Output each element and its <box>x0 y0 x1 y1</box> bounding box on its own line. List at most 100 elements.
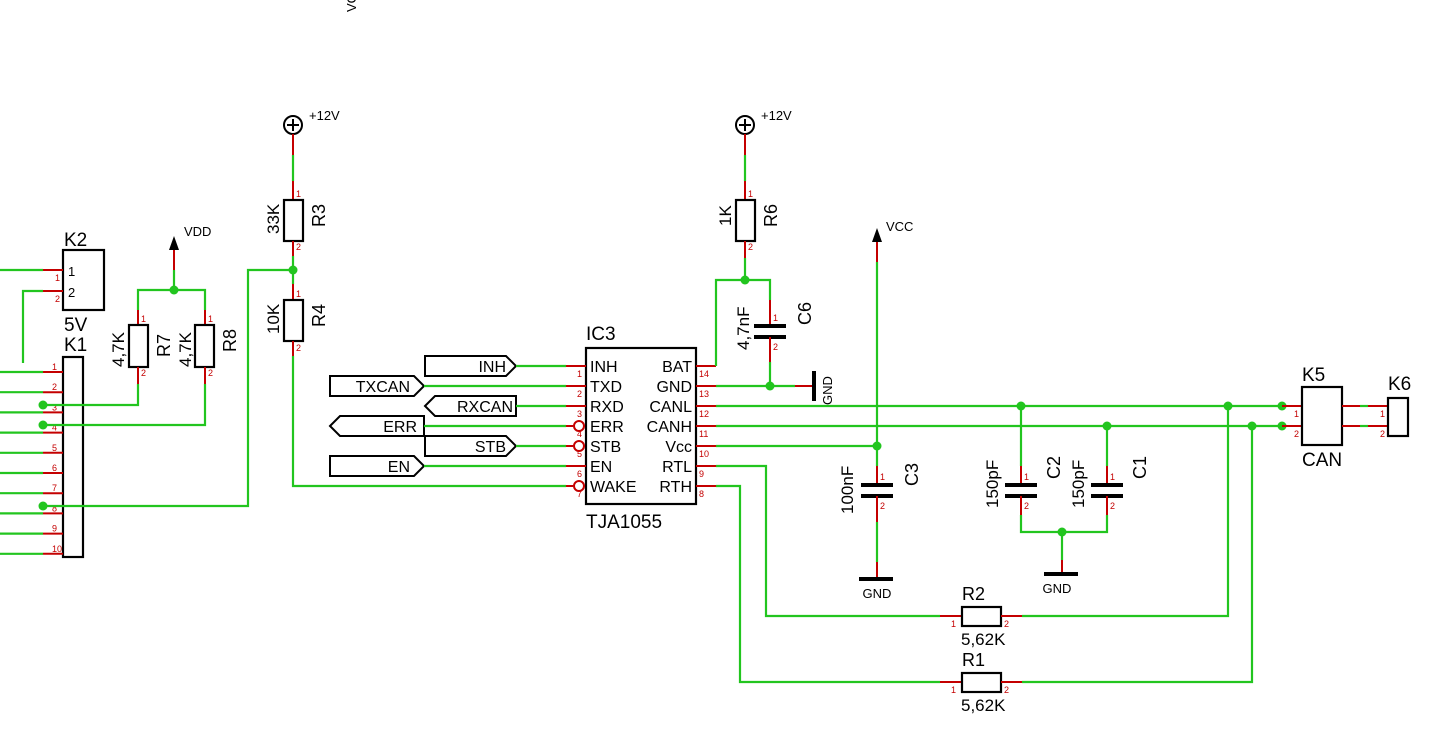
r1-value: 5,62K <box>961 696 1006 715</box>
r4-pin2-num: 2 <box>296 343 301 353</box>
k1-pin-num: 3 <box>52 402 57 412</box>
ic3-ref: IC3 <box>586 324 616 345</box>
r6-resistor: 1 2 1K R6 <box>716 181 781 258</box>
r1-pin2-num: 2 <box>1004 685 1009 695</box>
k1-pin-num: 2 <box>52 382 57 392</box>
r3-value: 33K <box>264 203 283 234</box>
ic3-right-pin-num: 10 <box>699 449 709 459</box>
r2-resistor: 1 2 R2 5,62K <box>940 584 1022 649</box>
signal-txcan: TXCAN <box>329 375 426 397</box>
k2-pin1-label: 1 <box>68 264 75 279</box>
r1-ref: R1 <box>962 650 985 670</box>
c2-pin1-num: 1 <box>1024 472 1029 482</box>
vdd-supply: VDD <box>169 224 211 270</box>
c2-value: 150pF <box>983 460 1002 508</box>
c2-pin2-num: 2 <box>1024 501 1029 511</box>
k5-pin2-num: 2 <box>1294 429 1299 439</box>
k6-pin1-num: 1 <box>1380 409 1385 419</box>
c2-capacitor: 1 2 150pF C2 <box>983 456 1064 515</box>
k1-pin-num: 5 <box>52 443 57 453</box>
k2-pin2-label: 2 <box>68 285 75 300</box>
r4-resistor: 1 2 10K R4 <box>264 284 329 356</box>
c6-ref: C6 <box>795 302 815 325</box>
r2-pin1-num: 1 <box>951 619 956 629</box>
r7-value: 4,7K <box>109 331 128 367</box>
k6-connector: 1 2 K6 <box>1368 374 1411 439</box>
r8-ref: R8 <box>220 329 240 352</box>
c3-pin1-num: 1 <box>880 472 885 482</box>
v12-right-supply: +12V <box>735 108 792 135</box>
vdd-label: VDD <box>184 224 211 239</box>
ic3-inversion-bubble <box>573 480 585 492</box>
r7-pin1-num: 1 <box>141 314 146 324</box>
ic3-left-pin-num: 7 <box>577 489 582 499</box>
ic3-left-pin-num: 3 <box>577 409 582 419</box>
c1-capacitor: 1 2 150pF C1 <box>1069 456 1150 515</box>
k2-ref: K2 <box>64 230 87 251</box>
r2-ref: R2 <box>962 584 985 604</box>
r6-pin1-num: 1 <box>748 189 753 199</box>
v12-right-label: +12V <box>761 108 792 123</box>
ic3-inversion-bubble <box>573 440 585 452</box>
ic3-right-pin-name: GND <box>656 379 692 396</box>
signal-rxcan-label: RXCAN <box>457 399 513 416</box>
ic3-right-pin-name: RTL <box>662 459 692 476</box>
r1-pin1-num: 1 <box>951 685 956 695</box>
top-supply-label-clipped: VC <box>344 0 359 12</box>
ic3-right-pin-name: CANL <box>649 399 692 416</box>
c6-pin2-num: 2 <box>773 342 778 352</box>
ic3-left-pin-name: WAKE <box>590 479 637 496</box>
k1-ref: K1 <box>64 335 87 356</box>
v12-left-label: +12V <box>309 108 340 123</box>
gnd-c3-label: GND <box>863 586 892 601</box>
k1-pin-num: 9 <box>52 524 57 534</box>
signal-inh-label: INH <box>478 359 506 376</box>
k1-pin-num: 1 <box>52 362 57 372</box>
k5-connector: 1 2 K5 CAN <box>1282 365 1360 471</box>
c3-value: 100nF <box>838 466 857 514</box>
v12-left-supply: +12V <box>283 108 340 135</box>
vcc-label: VCC <box>886 219 913 234</box>
r4-ref: R4 <box>309 304 329 327</box>
c3-pin2-num: 2 <box>880 501 885 511</box>
gnd-c6-label: GND <box>820 376 835 405</box>
ic3-right-pin-num: 13 <box>699 389 709 399</box>
r3-resistor: 1 2 33K R3 <box>264 181 329 256</box>
ic3-left-pin-num: 1 <box>577 369 582 379</box>
r3-pin1-num: 1 <box>296 189 301 199</box>
r7-resistor: 1 2 4,7K R7 <box>109 310 174 384</box>
r7-ref: R7 <box>154 334 174 357</box>
k5-ref: K5 <box>1302 365 1325 386</box>
k5-pin1-num: 1 <box>1294 409 1299 419</box>
ic3-left-pin-num: 4 <box>577 429 582 439</box>
r1-resistor: 1 2 R1 5,62K <box>940 650 1022 715</box>
k6-ref: K6 <box>1388 374 1411 395</box>
c3-ref: C3 <box>902 463 922 486</box>
r3-ref: R3 <box>309 204 329 227</box>
signal-txcan-label: TXCAN <box>356 379 410 396</box>
r3-pin2-num: 2 <box>296 242 301 252</box>
k1-pin-num: 7 <box>52 483 57 493</box>
signal-en: EN <box>329 455 426 477</box>
k1-pin-num: 4 <box>52 423 57 433</box>
ic3-right-pin-num: 11 <box>699 429 708 439</box>
r2-pin2-num: 2 <box>1004 619 1009 629</box>
c1-ref: C1 <box>1130 456 1150 479</box>
signal-en-label: EN <box>388 459 410 476</box>
ic3-right-pin-name: BAT <box>662 359 692 376</box>
k1-pin-num: 10 <box>52 544 62 554</box>
r8-pin1-num: 1 <box>208 314 213 324</box>
ic3-left-pin-name: TXD <box>590 379 622 396</box>
ic3-left-pin-name: EN <box>590 459 612 476</box>
gnd-c1c2-label: GND <box>1043 581 1072 596</box>
k2-pin1-num: 1 <box>55 273 60 283</box>
ic3-right-pin-num: 12 <box>699 409 709 419</box>
ic3-left-pin-name: RXD <box>590 399 624 416</box>
ic3-left-pin-num: 6 <box>577 469 582 479</box>
ic3-left-pin-num: 2 <box>577 389 582 399</box>
c1-value: 150pF <box>1069 460 1088 508</box>
ic3-left-pin-name: STB <box>590 439 621 456</box>
